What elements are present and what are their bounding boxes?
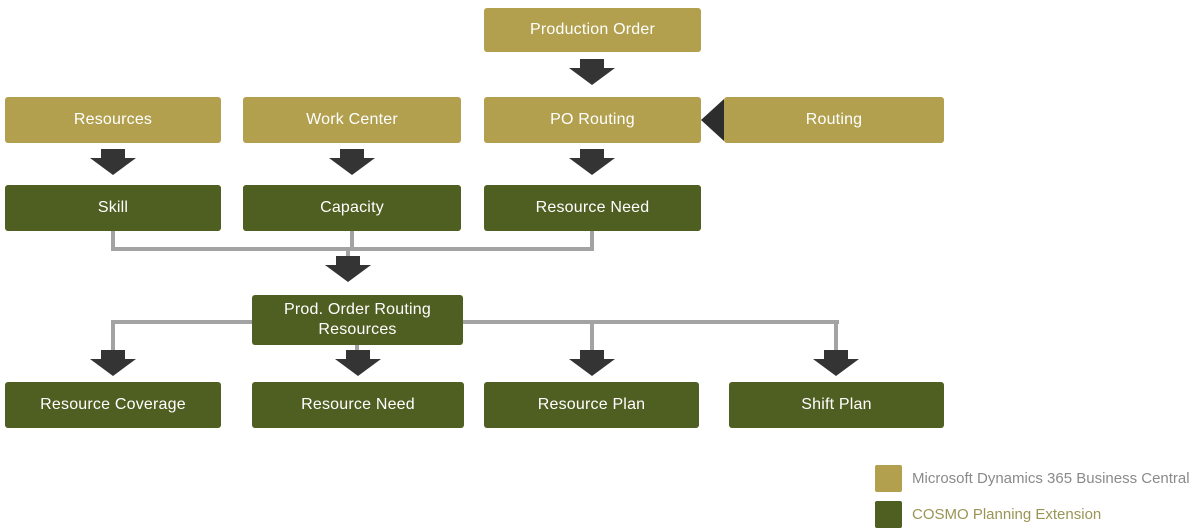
connector-line — [346, 249, 350, 259]
connector-line — [590, 231, 594, 249]
node-prod-order-routing-resources: Prod. Order Routing Resources — [252, 295, 463, 345]
node-production-order: Production Order — [484, 8, 701, 52]
connector-line — [111, 247, 594, 251]
node-resource-plan: Resource Plan — [484, 382, 699, 428]
node-resource-coverage: Resource Coverage — [5, 382, 221, 428]
node-resources: Resources — [5, 97, 221, 143]
down-arrow-icon — [90, 350, 136, 376]
connector-line — [350, 231, 354, 249]
down-arrow-icon — [569, 149, 615, 175]
legend-label-cosmo: COSMO Planning Extension — [912, 506, 1102, 523]
down-arrow-icon — [569, 350, 615, 376]
legend-swatch-dynamics — [875, 465, 902, 492]
node-po-routing: PO Routing — [484, 97, 701, 143]
node-shift-plan: Shift Plan — [729, 382, 944, 428]
node-routing: Routing — [724, 97, 944, 143]
connector-line — [111, 320, 252, 324]
connector-line — [834, 320, 838, 352]
node-resource-need-detail: Resource Need — [252, 382, 464, 428]
legend-label-dynamics: Microsoft Dynamics 365 Business Central — [912, 470, 1190, 487]
left-arrow-icon — [701, 99, 724, 141]
down-arrow-icon — [569, 59, 615, 85]
node-skill: Skill — [5, 185, 221, 231]
connector-line — [590, 320, 594, 352]
down-arrow-icon — [325, 256, 371, 282]
down-arrow-icon — [813, 350, 859, 376]
connector-line — [355, 345, 359, 352]
node-resource-need: Resource Need — [484, 185, 701, 231]
down-arrow-icon — [90, 149, 136, 175]
node-work-center: Work Center — [243, 97, 461, 143]
connector-line — [463, 320, 839, 324]
down-arrow-icon — [329, 149, 375, 175]
connector-line — [111, 320, 115, 352]
connector-line — [111, 231, 115, 249]
down-arrow-icon — [335, 350, 381, 376]
node-capacity: Capacity — [243, 185, 461, 231]
legend-swatch-cosmo — [875, 501, 902, 528]
